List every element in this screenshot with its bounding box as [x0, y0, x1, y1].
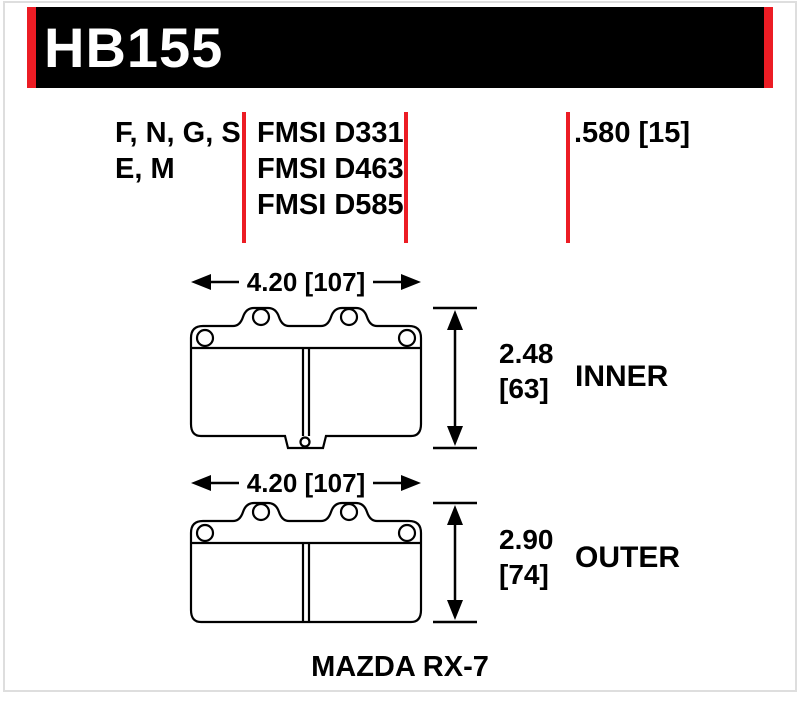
- arrowhead-right-icon: [401, 274, 421, 290]
- mounting-hole-icon: [397, 328, 417, 348]
- inner-width-dimension: 4.20 [107]: [191, 267, 421, 297]
- inner-height-mm: [63]: [499, 373, 549, 404]
- outer-height-mm: [74]: [499, 559, 549, 590]
- backing-plate-outline: [189, 501, 423, 624]
- banner-accent-left: [27, 7, 36, 88]
- arrowhead-left-icon: [191, 475, 211, 491]
- mounting-hole-icon: [251, 502, 271, 522]
- part-number: HB155: [44, 16, 224, 79]
- spec-divider-2: [404, 112, 408, 243]
- arrowhead-down-icon: [447, 600, 463, 620]
- inner-pad-label: INNER: [575, 360, 669, 393]
- arrowhead-down-icon: [447, 426, 463, 446]
- arrowhead-right-icon: [401, 475, 421, 491]
- outer-pad-label: OUTER: [575, 541, 680, 574]
- compound-codes-line2: E, M: [115, 153, 175, 185]
- mounting-hole-icon: [397, 523, 417, 543]
- mounting-hole-icon: [195, 328, 215, 348]
- arrowhead-up-icon: [447, 505, 463, 525]
- inner-width-dim-text: 4.20 [107]: [247, 267, 366, 297]
- fmsi-number-3: FMSI D585: [257, 189, 404, 221]
- pad-thickness-value: .580 [15]: [574, 117, 691, 149]
- inner-pad-outline: [189, 306, 423, 450]
- spec-divider-3: [566, 112, 570, 243]
- mounting-hole-icon: [339, 307, 359, 327]
- spec-divider-1: [242, 112, 246, 243]
- vehicle-application: MAZDA RX-7: [311, 651, 489, 683]
- outer-height-dimension: [433, 501, 477, 624]
- outer-pad-outline: [189, 501, 423, 624]
- fmsi-number-2: FMSI D463: [257, 153, 404, 185]
- outer-height-inches: 2.90: [499, 524, 554, 555]
- mounting-hole-icon: [251, 307, 271, 327]
- banner-accent-right: [764, 7, 773, 88]
- wear-sensor-hole-icon: [299, 436, 311, 448]
- header-banner: HB155: [36, 7, 764, 88]
- arrowhead-up-icon: [447, 310, 463, 330]
- fmsi-number-1: FMSI D331: [257, 117, 404, 149]
- inner-pad-drawing: 4.20 [107]: [189, 267, 477, 450]
- outer-pad-drawing: 4.20 [107]: [189, 468, 477, 624]
- outer-width-dimension: 4.20 [107]: [191, 468, 421, 498]
- compound-codes-line1: F, N, G, S: [115, 117, 241, 149]
- mounting-hole-icon: [339, 502, 359, 522]
- outer-width-dim-text: 4.20 [107]: [247, 468, 366, 498]
- backing-plate-outline: [189, 306, 423, 450]
- mounting-hole-icon: [195, 523, 215, 543]
- arrowhead-left-icon: [191, 274, 211, 290]
- inner-height-dimension: [433, 306, 477, 450]
- inner-height-inches: 2.48: [499, 338, 554, 369]
